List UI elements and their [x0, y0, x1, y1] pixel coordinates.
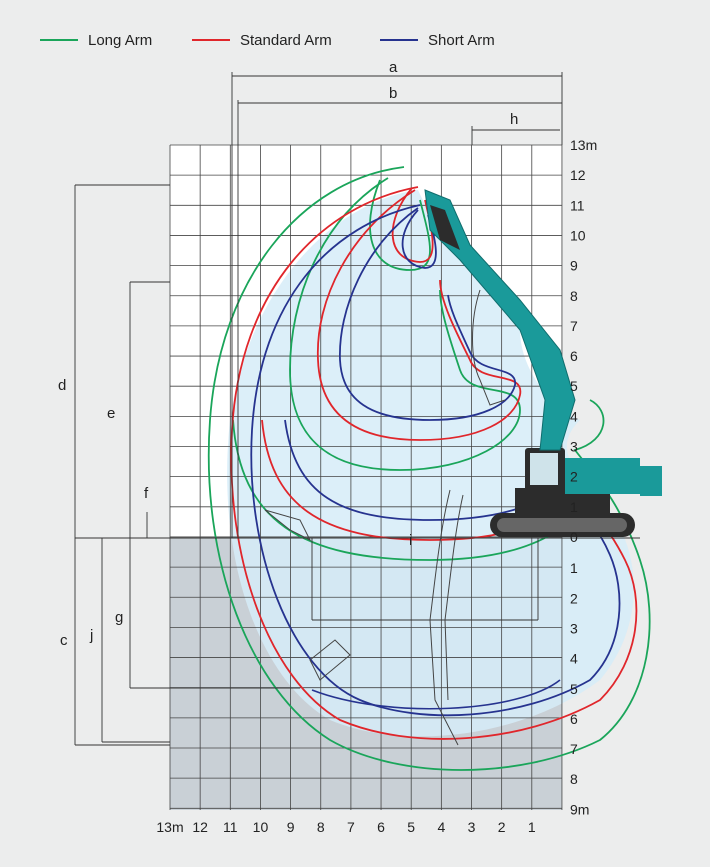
- dimension-letters: a b c d e f g h i j: [58, 59, 518, 649]
- short-arm-inner-curve: [339, 207, 516, 421]
- excavator-icon: [264, 189, 662, 746]
- dimension-lines: [74, 72, 640, 746]
- x-tick-label: 9: [287, 819, 295, 835]
- x-tick-label: 13m: [156, 819, 183, 835]
- y-tick-label: 1: [570, 560, 578, 576]
- x-tick-label: 5: [407, 819, 415, 835]
- y-tick-label: 7: [570, 318, 578, 334]
- x-tick-label: 2: [498, 819, 506, 835]
- y-tick-label: 8: [570, 771, 578, 787]
- x-tick-label: 1: [528, 819, 536, 835]
- x-tick-label: 11: [223, 819, 238, 835]
- y-tick-label: 13m: [570, 137, 597, 153]
- x-tick-label: 10: [253, 819, 269, 835]
- x-tick-label: 3: [468, 819, 476, 835]
- dim-a: a: [389, 59, 398, 76]
- x-axis-labels: 13m 12 11 10 9 8 7 6 5 4 3 2 1: [156, 819, 536, 835]
- x-tick-label: 4: [437, 819, 445, 835]
- x-tick-label: 12: [192, 819, 208, 835]
- y-tick-label: 10: [570, 227, 586, 243]
- y-tick-label: 6: [570, 711, 578, 727]
- dim-c: c: [60, 632, 68, 649]
- dim-i: i: [409, 532, 412, 549]
- dim-f: f: [144, 485, 149, 502]
- y-tick-label: 2: [570, 469, 578, 485]
- y-tick-label: 8: [570, 288, 578, 304]
- y-tick-label: 1: [570, 499, 578, 515]
- y-tick-label: 7: [570, 741, 578, 757]
- y-tick-label: 4: [570, 408, 578, 424]
- short-arm-loop: [401, 209, 437, 269]
- legend-label: Long Arm: [88, 32, 152, 49]
- dim-h: h: [510, 111, 518, 128]
- ground-envelopes: [311, 679, 561, 710]
- y-tick-label: 5: [570, 378, 578, 394]
- standard-arm-outer-curve: [230, 186, 638, 740]
- y-tick-label: 5: [570, 681, 578, 697]
- y-tick-label: 12: [570, 167, 586, 183]
- dim-g: g: [115, 609, 123, 626]
- long-arm-inner-curve: [289, 177, 521, 471]
- y-tick-label: 2: [570, 590, 578, 606]
- short-arm-outer-curve: [250, 204, 621, 717]
- x-tick-label: 7: [347, 819, 355, 835]
- y-tick-label: 3: [570, 439, 578, 455]
- legend-label: Standard Arm: [240, 32, 332, 49]
- standard-arm-inner-curve: [317, 189, 521, 441]
- dim-e: e: [107, 405, 115, 422]
- dim-j: j: [89, 627, 93, 644]
- legend-label: Short Arm: [428, 32, 495, 49]
- dim-b: b: [389, 85, 397, 102]
- y-tick-label: 6: [570, 348, 578, 364]
- y-tick-label: 9: [570, 258, 578, 274]
- y-tick-label: 3: [570, 620, 578, 636]
- y-tick-label: 0: [570, 529, 578, 545]
- y-tick-label: 9m: [570, 801, 589, 817]
- x-tick-label: 8: [317, 819, 325, 835]
- y-tick-label: 4: [570, 651, 578, 667]
- legend: Long Arm Standard Arm Short Arm: [40, 32, 495, 49]
- y-tick-label: 11: [570, 197, 585, 213]
- long-arm-loop: [369, 179, 431, 271]
- dim-d: d: [58, 377, 66, 394]
- x-tick-label: 6: [377, 819, 385, 835]
